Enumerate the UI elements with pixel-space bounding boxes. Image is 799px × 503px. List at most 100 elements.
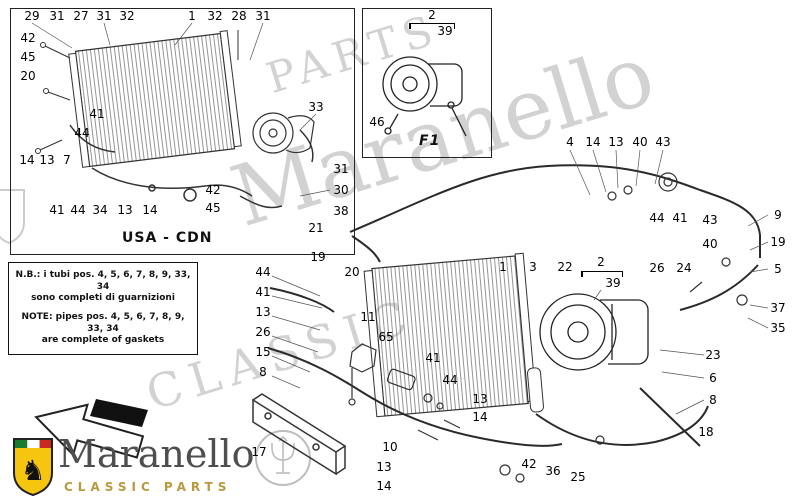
callout-number: 15 <box>255 345 271 359</box>
callout-bracket <box>581 271 623 277</box>
callout-number: 14 <box>142 203 158 217</box>
usa-cdn-leaders <box>31 22 331 197</box>
callout-number: 14 <box>19 153 35 167</box>
callout-number: 1 <box>499 260 507 274</box>
callout-number: 17 <box>251 445 267 459</box>
usa-cdn-inset-box <box>10 8 355 255</box>
f1-compressor <box>382 56 467 137</box>
note-line-it-2: sono completi di guarnizioni <box>31 293 175 304</box>
mounting-beam <box>252 393 347 476</box>
callout-number: 45 <box>20 50 36 64</box>
callout-number: 26 <box>649 261 665 275</box>
callout-number: 31 <box>255 9 271 23</box>
main-compressor <box>539 293 649 371</box>
callout-number: 11 <box>360 310 376 324</box>
shield-watermark-icon <box>0 189 25 245</box>
usa-cdn-label: USA - CDN <box>122 230 213 246</box>
callout-number: 7 <box>63 153 71 167</box>
callout-number: 35 <box>770 321 786 335</box>
f1-inset-box <box>362 8 492 158</box>
callout-number: 40 <box>702 237 718 251</box>
callout-number: 13 <box>376 460 392 474</box>
callout-number: 19 <box>310 250 326 264</box>
main-leaders <box>271 149 769 415</box>
callout-number: 13 <box>117 203 133 217</box>
callout-number: 38 <box>333 204 349 218</box>
main-pipes <box>267 164 761 447</box>
callout-number: 44 <box>70 203 86 217</box>
callout-number: 23 <box>705 348 721 362</box>
callout-number: 43 <box>702 213 718 227</box>
callout-number: 2 <box>597 255 605 269</box>
callout-number: 44 <box>649 211 665 225</box>
svg-text:♞: ♞ <box>20 454 45 487</box>
callout-number: 3 <box>529 260 537 274</box>
callout-number: 32 <box>207 9 223 23</box>
callout-number: 44 <box>442 373 458 387</box>
callout-bracket <box>409 23 455 29</box>
callout-number: 14 <box>585 135 601 149</box>
callout-number: 21 <box>308 221 324 235</box>
callout-number: 14 <box>472 410 488 424</box>
callout-number: 4 <box>566 135 574 149</box>
callout-number: 44 <box>74 126 90 140</box>
callout-number: 31 <box>49 9 65 23</box>
callout-number: 9 <box>774 208 782 222</box>
callout-number: 24 <box>676 261 692 275</box>
callout-number: 32 <box>119 9 135 23</box>
callout-number: 1 <box>188 9 196 23</box>
callout-number: 41 <box>672 211 688 225</box>
callout-number: 20 <box>20 69 36 83</box>
brand-name: Maranello <box>58 432 255 476</box>
callout-number: 39 <box>437 24 453 38</box>
usa-cdn-condenser <box>68 30 242 168</box>
usa-cdn-fixings <box>35 30 239 154</box>
callout-number: 5 <box>774 262 782 276</box>
callout-number: 45 <box>205 201 221 215</box>
callout-number: 19 <box>770 235 786 249</box>
callout-number: 25 <box>570 470 586 484</box>
callout-number: 41 <box>255 285 271 299</box>
callout-number: 44 <box>255 265 271 279</box>
pipe-bracket <box>348 343 416 406</box>
callout-number: 41 <box>49 203 65 217</box>
callout-number: 40 <box>632 135 648 149</box>
callout-number: 29 <box>24 9 40 23</box>
callout-number: 30 <box>333 183 349 197</box>
brand-shield-icon: ♞ <box>13 438 53 497</box>
callout-number: 13 <box>255 305 271 319</box>
note-line-en-1: NOTE: pipes pos. 4, 5, 6, 7, 8, 9, 33, 3… <box>21 312 185 334</box>
callout-number: 65 <box>378 330 394 344</box>
usa-cdn-pipes <box>69 124 314 209</box>
callout-number: 8 <box>709 393 717 407</box>
callout-number: 8 <box>259 365 267 379</box>
note-line-it-1: N.B.: i tubi pos. 4, 5, 6, 7, 8, 9, 33, … <box>15 270 191 292</box>
callout-number: 33 <box>308 100 324 114</box>
callout-number: 42 <box>521 457 537 471</box>
callout-number: 22 <box>557 260 573 274</box>
receiver-drier <box>527 367 544 413</box>
callout-number: 43 <box>655 135 671 149</box>
callout-number: 37 <box>770 301 786 315</box>
brand-tagline: CLASSIC PARTS <box>64 480 232 494</box>
callout-number: 46 <box>369 115 385 129</box>
main-fittings <box>417 172 748 483</box>
callout-number: 42 <box>205 183 221 197</box>
callout-number: 28 <box>231 9 247 23</box>
note-line-en-2: are complete of gaskets <box>41 335 165 346</box>
callout-number: 13 <box>39 153 55 167</box>
callout-number: 13 <box>472 392 488 406</box>
f1-label: F1 <box>419 133 441 149</box>
callout-number: 41 <box>425 351 441 365</box>
callout-number: 34 <box>92 203 108 217</box>
usa-cdn-compressor <box>252 112 315 154</box>
callout-number: 36 <box>545 464 561 478</box>
callout-number: 6 <box>709 371 717 385</box>
callout-number: 42 <box>20 31 36 45</box>
